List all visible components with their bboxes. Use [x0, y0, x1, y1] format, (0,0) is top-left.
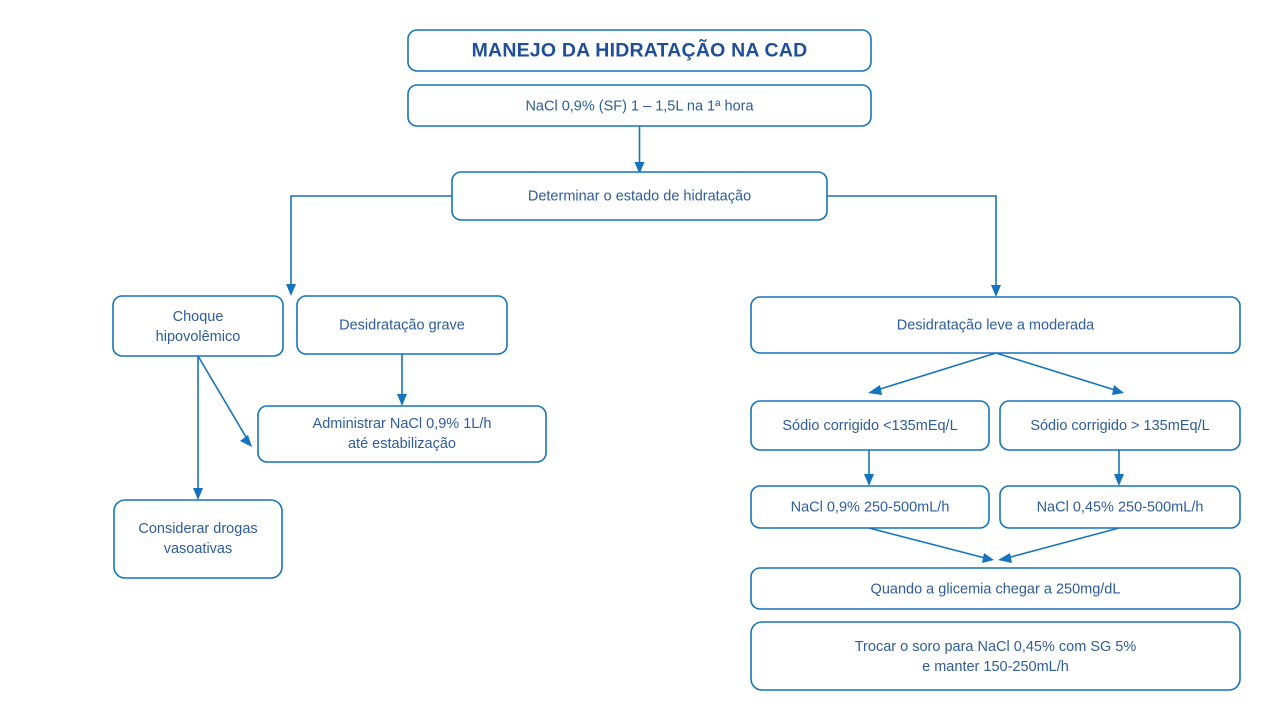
title-text: MANEJO DA HIDRATAÇÃO NA CAD — [472, 39, 808, 62]
node-mild-moderate-dehydration: Desidratação leve a moderada — [750, 296, 1241, 354]
glycemia-target-box — [750, 567, 1241, 610]
node-layer: MANEJO DA HIDRATAÇÃO NA CAD NaCl 0,9% (S… — [112, 29, 1241, 691]
node-assess-hydration: Determinar o estado de hidratação — [451, 171, 828, 221]
administer-nacl-line1: Administrar NaCl 0,9% 1L/h — [313, 416, 492, 432]
hypovolemic-shock-line2: hipovolêmico — [156, 329, 241, 345]
initial-fluid-text: NaCl 0,9% (SF) 1 – 1,5L na 1ª hora — [525, 98, 754, 114]
node-severe-dehydration: Desidratação grave — [296, 295, 508, 355]
sodium-high-box — [999, 400, 1241, 451]
edge-severe-to-administer — [397, 354, 407, 406]
node-sodium-high: Sódio corrigido > 135mEq/L — [999, 400, 1241, 451]
nacl-045-box — [999, 485, 1241, 529]
assess-hydration-text: Determinar o estado de hidratação — [528, 188, 751, 204]
initial-fluid-box — [407, 84, 872, 127]
node-sodium-low: Sódio corrigido <135mEq/L — [750, 400, 990, 451]
edge-initial-fluid-to-assess — [634, 126, 645, 174]
edge-sodium-low-to-nacl09 — [864, 450, 874, 486]
edge-shock-to-administer — [197, 355, 252, 447]
vasoactive-drugs-line2: vasoativas — [164, 541, 233, 557]
hypovolemic-shock-box — [112, 295, 284, 357]
vasoactive-drugs-line1: Considerar drogas — [138, 521, 257, 537]
severe-dehydration-text: Desidratação grave — [339, 317, 465, 333]
switch-solution-line1: Trocar o soro para NaCl 0,45% com SG 5% — [855, 639, 1137, 655]
edge-assess-to-mild-moderate — [827, 195, 1001, 297]
nacl-09-text: NaCl 0,9% 250-500mL/h — [791, 499, 950, 515]
node-nacl-09: NaCl 0,9% 250-500mL/h — [750, 485, 990, 529]
node-glycemia-target: Quando a glicemia chegar a 250mg/dL — [750, 567, 1241, 610]
connector-layer — [193, 126, 1124, 563]
sodium-high-text: Sódio corrigido > 135mEq/L — [1030, 418, 1209, 434]
hypovolemic-shock-line1: Choque — [173, 309, 224, 325]
edge-nacl09-to-glycemia — [868, 527, 994, 563]
switch-solution-line2: e manter 150-250mL/h — [922, 659, 1069, 675]
node-switch-solution: Trocar o soro para NaCl 0,45% com SG 5% … — [750, 621, 1241, 691]
sodium-low-text: Sódio corrigido <135mEq/L — [782, 418, 957, 434]
administer-nacl-box — [257, 405, 547, 463]
edge-assess-to-severe-dehydration — [286, 195, 452, 296]
node-initial-fluid: NaCl 0,9% (SF) 1 – 1,5L na 1ª hora — [407, 84, 872, 127]
node-hypovolemic-shock: Choque hipovolêmico — [112, 295, 284, 357]
nacl-09-box — [750, 485, 990, 529]
node-title: MANEJO DA HIDRATAÇÃO NA CAD — [407, 29, 872, 72]
mild-moderate-dehydration-box — [750, 296, 1241, 354]
node-administer-nacl: Administrar NaCl 0,9% 1L/h até estabiliz… — [257, 405, 547, 463]
title-box — [407, 29, 872, 72]
severe-dehydration-box — [296, 295, 508, 355]
switch-solution-box — [750, 621, 1241, 691]
vasoactive-drugs-box — [113, 499, 283, 579]
node-vasoactive-drugs: Considerar drogas vasoativas — [113, 499, 283, 579]
assess-hydration-box — [451, 171, 828, 221]
mild-moderate-dehydration-text: Desidratação leve a moderada — [897, 317, 1095, 333]
edge-nacl045-to-glycemia — [998, 527, 1120, 563]
sodium-low-box — [750, 400, 990, 451]
edge-mild-to-sodium-high — [995, 352, 1124, 395]
administer-nacl-line2: até estabilização — [348, 436, 456, 452]
edge-sodium-high-to-nacl045 — [1114, 450, 1124, 486]
nacl-045-text: NaCl 0,45% 250-500mL/h — [1037, 499, 1204, 515]
node-nacl-045: NaCl 0,45% 250-500mL/h — [999, 485, 1241, 529]
edge-mild-to-sodium-low — [868, 352, 997, 395]
edge-shock-to-vasoactive — [193, 356, 203, 500]
glycemia-target-text: Quando a glicemia chegar a 250mg/dL — [871, 581, 1121, 597]
